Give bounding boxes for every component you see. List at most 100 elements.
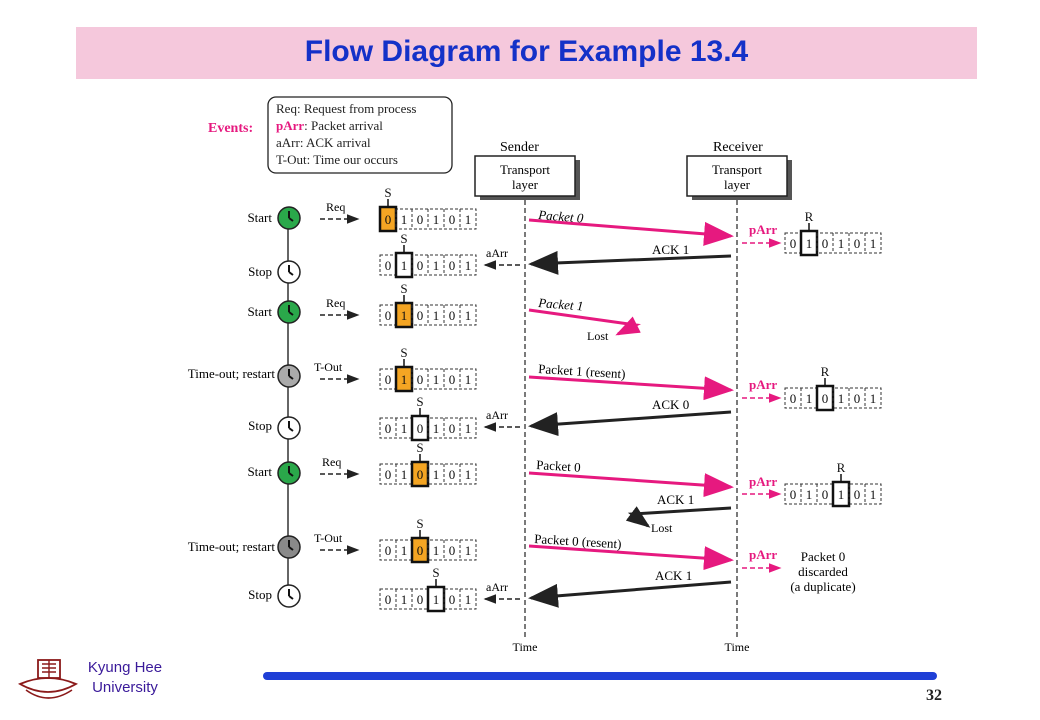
timer-label: Start: [247, 464, 272, 479]
ack1-label-2: ACK 1: [657, 492, 694, 507]
window-bit: 1: [870, 236, 877, 251]
window-bit: 0: [385, 543, 392, 558]
clock-start-2: [277, 300, 301, 324]
legend-item-parr: pArr: Packet arrival: [276, 118, 383, 133]
window-bit: 1: [806, 487, 813, 502]
events-legend: Events: Req: Request from process pArr: …: [208, 96, 453, 174]
packet0-label: Packet 0: [537, 207, 585, 226]
window-bit: 0: [790, 487, 797, 502]
lost-label-2: Lost: [651, 521, 673, 535]
sender-event-label: aArr: [486, 408, 508, 422]
window-bit: 0: [385, 258, 392, 273]
receiver-label: Receiver: [713, 140, 763, 155]
window-marker: S: [400, 231, 407, 246]
discard-note-line2: discarded: [798, 564, 848, 579]
events-box: [267, 96, 453, 174]
window-bit: 0: [417, 421, 424, 436]
window-bit: 0: [417, 212, 424, 227]
window-bit: 1: [433, 212, 440, 227]
receiver-box-line2: layer: [724, 177, 751, 192]
receiver-time-label: Time: [725, 640, 750, 654]
window-bit: 1: [433, 258, 440, 273]
window-bit: 0: [822, 487, 829, 502]
ack1-label-3: ACK 1: [655, 568, 692, 583]
university-name: Kyung Hee University: [70, 658, 180, 698]
lost-label: Lost: [587, 329, 609, 343]
sender-time-label: Time: [513, 640, 538, 654]
ack0-label: ACK 0: [652, 397, 689, 412]
page-title: Flow Diagram for Example 13.4: [304, 35, 749, 68]
sender-event-label: aArr: [486, 580, 508, 594]
receiver-transport-box: [686, 155, 788, 197]
clock-stop-2: [277, 416, 301, 440]
packet1-label: Packet 1: [537, 295, 584, 314]
sender-transport-box: [474, 155, 576, 197]
packet1-resent-label: Packet 1 (resent): [538, 361, 626, 381]
ack1-label: ACK 1: [652, 242, 689, 257]
timer-events: Start Stop Start Time-out; restart Stop …: [188, 206, 301, 608]
timer-label: Stop: [248, 264, 272, 279]
ack1-arrow-3: [528, 580, 732, 608]
window-bit: 1: [401, 421, 408, 436]
parr-label: pArr: [749, 222, 777, 237]
timer-label: Start: [247, 210, 272, 225]
window-bit: 0: [417, 592, 424, 607]
page-number: 32: [926, 687, 942, 704]
sender-event-label: aArr: [486, 246, 508, 260]
parr-label: pArr: [749, 474, 777, 489]
sender-box-line1: Transport: [500, 162, 550, 177]
packet1-lost-arrow: [528, 308, 641, 336]
window-bit: 0: [449, 421, 456, 436]
timer-label: Stop: [248, 418, 272, 433]
window-marker: S: [400, 281, 407, 296]
window-bit: 1: [465, 258, 472, 273]
window-marker: R: [837, 460, 846, 475]
window-marker: R: [805, 209, 814, 224]
sender-label: Sender: [500, 140, 539, 155]
window-bit: 1: [870, 487, 877, 502]
receiver-box-line1: Transport: [712, 162, 762, 177]
window-bit: 0: [854, 391, 861, 406]
university-line2: University: [92, 679, 158, 696]
window-bit: 0: [417, 308, 424, 323]
window-bit: 1: [465, 467, 472, 482]
packet1-resent-arrow: [528, 375, 734, 401]
message-arrows: Packet 0 ACK 1 Packet 1 Lost Packet 1 (r…: [528, 207, 734, 608]
ack1-lost-arrow: [625, 506, 732, 528]
sender-event-label: Req: [326, 296, 345, 310]
window-bit: 1: [465, 212, 472, 227]
sender-event-label: T-Out: [314, 360, 343, 374]
window-bit: 1: [401, 543, 408, 558]
window-bit: 0: [449, 372, 456, 387]
packet0-arrow-2: [528, 471, 734, 498]
window-bit: 0: [417, 372, 424, 387]
window-bit: 1: [401, 372, 408, 387]
window-bit: 0: [417, 467, 424, 482]
window-bit: 0: [449, 258, 456, 273]
university-logo: [17, 659, 79, 699]
university-line1: Kyung Hee: [87, 659, 163, 676]
clock-stop-3: [277, 584, 301, 608]
window-bit: 0: [385, 372, 392, 387]
sender-event-label: T-Out: [314, 531, 343, 545]
window-bit: 0: [385, 308, 392, 323]
clock-timeout-2: [277, 535, 301, 559]
legend-item-tout: T-Out: Time our occurs: [276, 152, 398, 167]
ack1-arrow: [528, 250, 732, 275]
clock-stop-1: [277, 260, 301, 284]
window-marker: S: [432, 565, 439, 580]
timer-label: Time-out; restart: [188, 366, 276, 381]
window-bit: 1: [433, 467, 440, 482]
ack0-arrow: [528, 410, 732, 437]
